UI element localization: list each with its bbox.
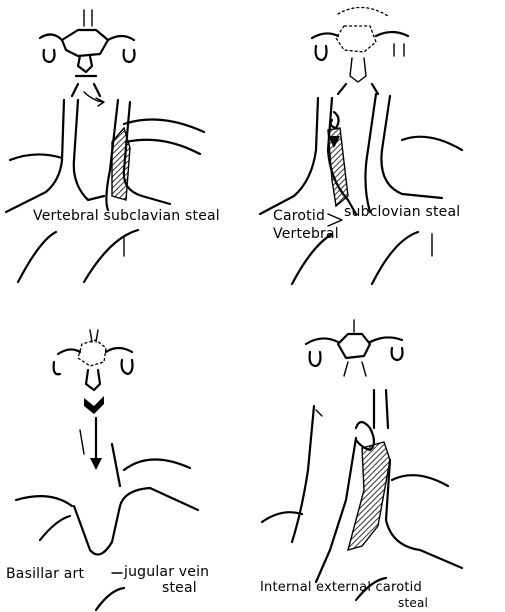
- circle-of-willis-4: [306, 320, 403, 376]
- caption-internal-external-label: Internal external carotid: [260, 580, 422, 595]
- caption-vertebral-subclavian: Vertebral subclavian steal: [33, 208, 220, 224]
- caption-steal-label-4: steal: [398, 596, 428, 610]
- carotid-arrow-connector: [252, 0, 505, 290]
- caption-line-1: Vertebral subclavian steal: [33, 208, 220, 224]
- panel-basillar-jugular: Basillar art jugular vein steal: [0, 310, 250, 612]
- panel-vertebral-subclavian: Vertebral subclavian steal: [0, 0, 250, 290]
- basillar-dash-connector: [0, 310, 250, 612]
- panel-carotid-vertebral-subclavian: Carotid subclovian steal Vertebral: [252, 0, 505, 290]
- vessels-4: [262, 390, 462, 600]
- internal-external-carotid-drawing: [252, 310, 505, 612]
- panel-internal-external-carotid: Internal external carotid steal: [252, 310, 505, 612]
- vessels-1: [6, 92, 204, 282]
- circle-of-willis-1: [40, 10, 135, 96]
- vertebral-subclavian-drawing: [0, 0, 250, 290]
- caption-internal-external-carotid: Internal external carotid: [260, 580, 422, 595]
- caption-steal-4: steal: [398, 596, 428, 610]
